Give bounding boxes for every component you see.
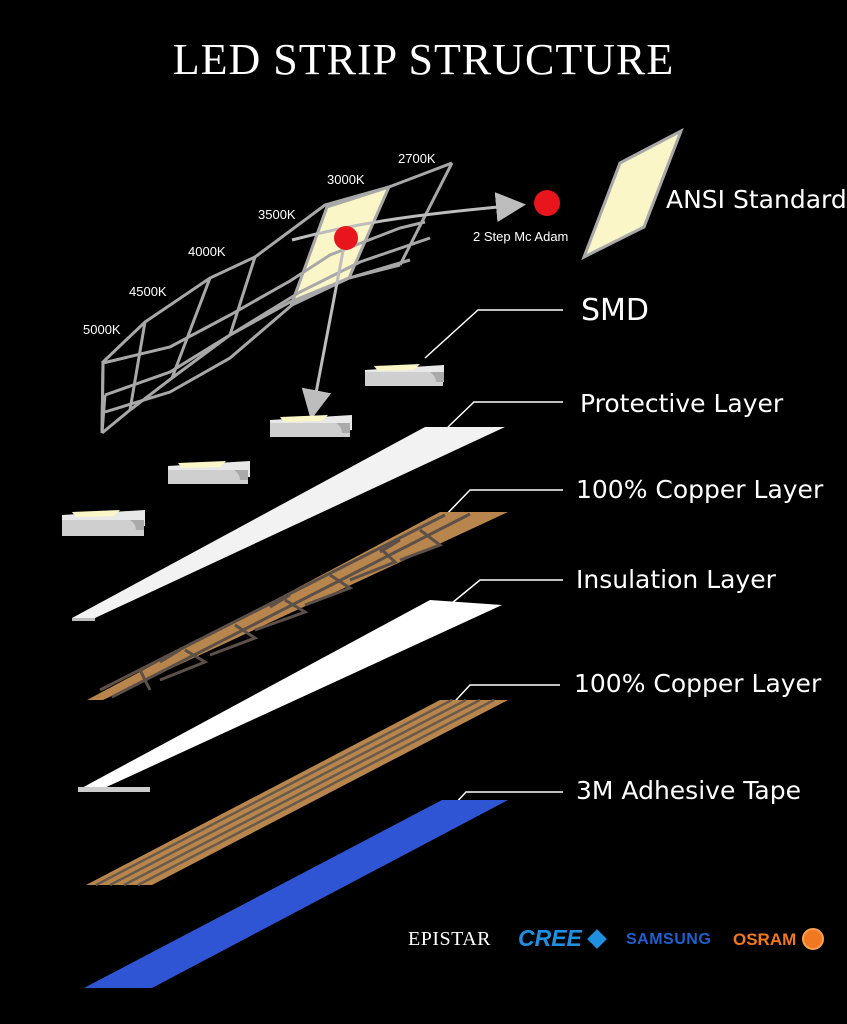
protective-layer-label: Protective Layer [580,389,784,418]
copper-layer-top-label: 100% Copper Layer [576,475,824,504]
cct-label-4500k: 4500K [129,284,167,299]
cct-label-3500k: 3500K [258,207,296,222]
insulation-layer-label: Insulation Layer [576,565,776,594]
brand-osram-logo: OSRAM [733,930,797,949]
diagram-title: LED STRIP STRUCTURE [172,35,675,84]
cct-label-3000k: 3000K [327,172,365,187]
cct-label-5000k: 5000K [83,322,121,337]
cct-label-2700k: 2700K [398,151,436,166]
copper-layer-bottom [86,698,508,887]
copper-layer-bottom-label: 100% Copper Layer [574,669,822,698]
smd-chip-2 [270,415,352,437]
leader-lines [424,309,563,821]
osram-bulb-icon [802,928,824,950]
protective-layer [72,427,505,618]
smd-arrow [301,245,346,420]
copper-layer-top [87,512,508,700]
planckian-arrow [291,192,526,242]
smd-chip-1 [365,364,444,386]
ansi-standard-shape [581,127,684,261]
adhesive-tape-layer [84,800,508,988]
smd-chip-4 [62,510,145,536]
smd-label: SMD [581,293,650,328]
macadam-red-dot [534,190,560,216]
insulation-layer [78,600,502,790]
cct-label-4000k: 4000K [188,244,226,259]
brand-samsung-logo: SAMSUNG [626,931,712,948]
brand-cree-logo: CREE [518,925,582,951]
macadam-label: 2 Step Mc Adam [473,229,569,244]
brand-epistar-logo: EPISTAR [408,928,492,950]
ansi-standard-label: ANSI Standard [666,185,847,214]
adhesive-tape-label: 3M Adhesive Tape [576,776,801,805]
grid-red-dot [334,226,358,250]
smd-chip-3 [168,461,250,484]
